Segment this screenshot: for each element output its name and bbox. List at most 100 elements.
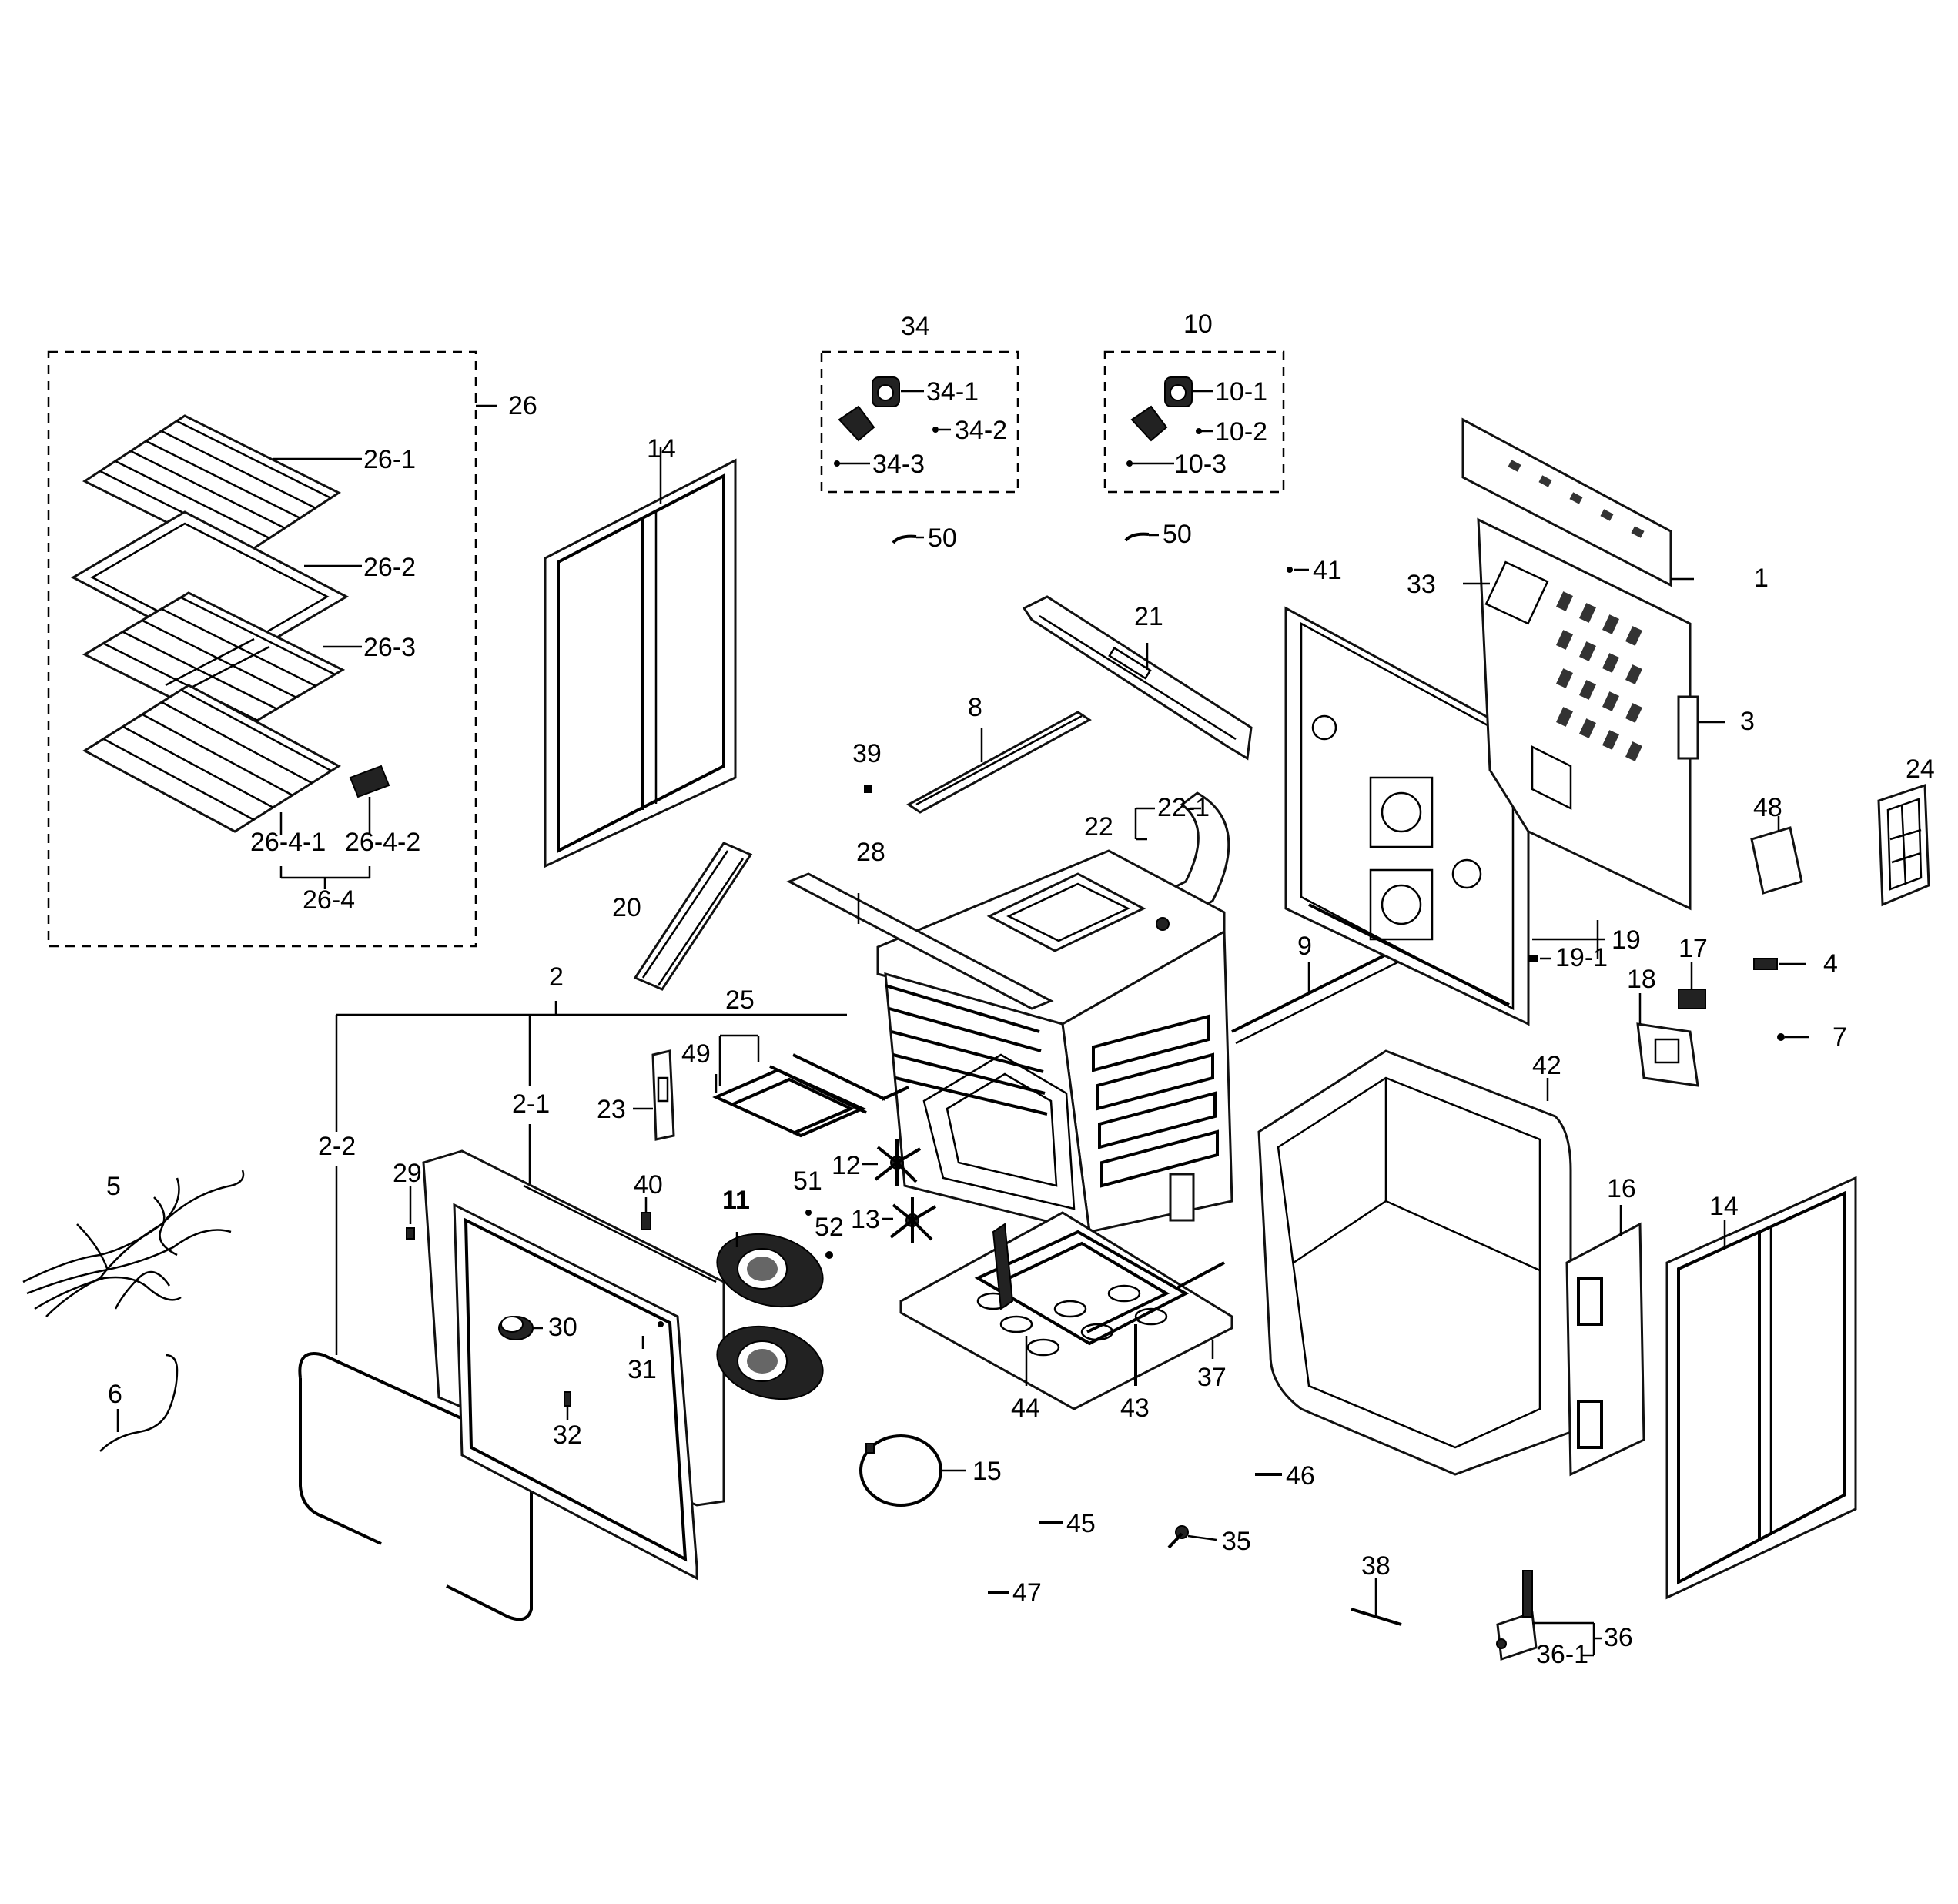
bracket-44 — [992, 1223, 1028, 1386]
fan-blade-13 — [882, 1197, 937, 1243]
door-knob-30 — [498, 1316, 543, 1340]
rear-panel-19 — [1284, 606, 1530, 1026]
side-panel-16 — [1565, 1205, 1645, 1477]
bracket-18 — [1636, 993, 1699, 1087]
callout-2: 2 — [549, 962, 564, 992]
bottom-element-43 — [974, 1230, 1225, 1386]
rack-slide-bracket-26-4-2 — [349, 765, 390, 798]
door-panel-2-1 — [422, 1149, 725, 1581]
leveling-leg-36 — [1496, 1570, 1538, 1661]
callout-22-1: 22-1 — [1157, 793, 1210, 822]
callout-11: 11 — [722, 1186, 750, 1215]
callout-24: 24 — [1906, 755, 1935, 784]
callout-44: 44 — [1011, 1394, 1040, 1423]
callout-26-1: 26-1 — [363, 445, 416, 474]
fan-blade-12 — [862, 1139, 922, 1186]
callout-40: 40 — [634, 1170, 663, 1200]
rack-group-box-26 — [47, 350, 497, 948]
hinge-23 — [633, 1049, 675, 1141]
insulation-42 — [1257, 1049, 1572, 1476]
wire-loop-15 — [859, 1434, 966, 1507]
callout-13: 13 — [851, 1205, 880, 1234]
callout-12: 12 — [832, 1151, 861, 1180]
wire-harness-5 — [22, 1170, 245, 1317]
callout-6: 6 — [108, 1380, 122, 1409]
top-trim-1 — [1461, 417, 1694, 587]
callout-23: 23 — [597, 1095, 626, 1124]
callout-26-4-2: 26-4-2 — [345, 828, 420, 857]
screw-34-2-dot — [932, 427, 939, 433]
oven-cavity — [876, 849, 1233, 1233]
callout-48: 48 — [1753, 793, 1782, 822]
rod-38 — [1351, 1578, 1402, 1626]
callout-1: 1 — [1754, 564, 1769, 593]
callout-2-1: 2-1 — [512, 1089, 550, 1119]
callout-26-4: 26-4 — [303, 885, 355, 915]
callout-37: 37 — [1197, 1363, 1227, 1392]
callout-10: 10 — [1183, 310, 1213, 339]
wire-clip-50-left — [892, 534, 924, 544]
bottom-pan-37 — [899, 1211, 1233, 1410]
callout-26: 26 — [508, 391, 537, 420]
callout-26-2: 26-2 — [363, 553, 416, 582]
sensor-34-leaders — [839, 390, 951, 465]
back-cover-33 — [1463, 517, 1692, 911]
sensor-group-box-34 — [820, 350, 1019, 494]
callout-51: 51 — [793, 1166, 822, 1196]
callout-25: 25 — [725, 985, 755, 1015]
fan-cover-11-upper — [716, 1232, 824, 1308]
callout-2-2: 2-2 — [318, 1132, 356, 1161]
callout-34-1: 34-1 — [926, 377, 979, 407]
callout-43: 43 — [1120, 1394, 1150, 1423]
callout-41: 41 — [1313, 556, 1342, 585]
callout-26-3: 26-3 — [363, 633, 416, 662]
callout-42: 42 — [1532, 1051, 1561, 1080]
sensor-10-2 — [1130, 405, 1168, 442]
callout-19-1: 19-1 — [1555, 943, 1608, 972]
sensor-10-1 — [1164, 376, 1193, 407]
callout-36: 36 — [1604, 1623, 1633, 1652]
screw-34-3 — [834, 460, 840, 467]
screw-32 — [564, 1391, 571, 1420]
callout-18: 18 — [1627, 965, 1656, 994]
callout-10-2: 10-2 — [1215, 417, 1267, 447]
callout-26-4-1: 26-4-1 — [250, 828, 326, 857]
leader-36 — [1532, 1621, 1602, 1657]
leader-22 — [1134, 807, 1201, 841]
callout-30: 30 — [548, 1313, 577, 1342]
callout-50-right: 50 — [1163, 520, 1192, 549]
callout-14-left: 14 — [647, 434, 676, 463]
clip-4 — [1753, 958, 1806, 970]
callout-38: 38 — [1361, 1551, 1391, 1581]
filter-24 — [1877, 783, 1930, 907]
callout-3: 3 — [1740, 707, 1755, 736]
callout-32: 32 — [553, 1420, 582, 1450]
fan-cover-11-lower — [716, 1325, 824, 1400]
screw-39 — [864, 785, 872, 793]
callout-5: 5 — [106, 1172, 121, 1201]
callout-33: 33 — [1407, 570, 1436, 599]
sensor-10-leaders — [1132, 390, 1213, 465]
oven-rack-26-4-1 — [82, 684, 341, 833]
callout-34-3: 34-3 — [872, 450, 925, 479]
bottom-bracket — [1169, 1173, 1195, 1222]
sensor-group-box-10 — [1103, 350, 1285, 494]
screw-29 — [406, 1186, 415, 1240]
callout-34: 34 — [901, 312, 930, 341]
sensor-34-2 — [838, 405, 875, 442]
callout-14-right: 14 — [1709, 1192, 1739, 1221]
callout-9: 9 — [1297, 932, 1312, 961]
side-panel-left-14 — [544, 447, 737, 868]
screw-52 — [825, 1251, 833, 1259]
bracket-3 — [1677, 695, 1725, 760]
side-panel-right-14 — [1665, 1176, 1857, 1600]
rack-leaders — [273, 457, 371, 889]
screw-10-3 — [1126, 460, 1133, 467]
label-plate-48 — [1750, 816, 1803, 895]
top-bracket-21 — [1022, 595, 1253, 761]
broil-element-bracket-20 — [633, 842, 753, 991]
callout-17: 17 — [1679, 934, 1708, 963]
callout-7: 7 — [1832, 1022, 1847, 1052]
callout-8: 8 — [968, 693, 982, 722]
